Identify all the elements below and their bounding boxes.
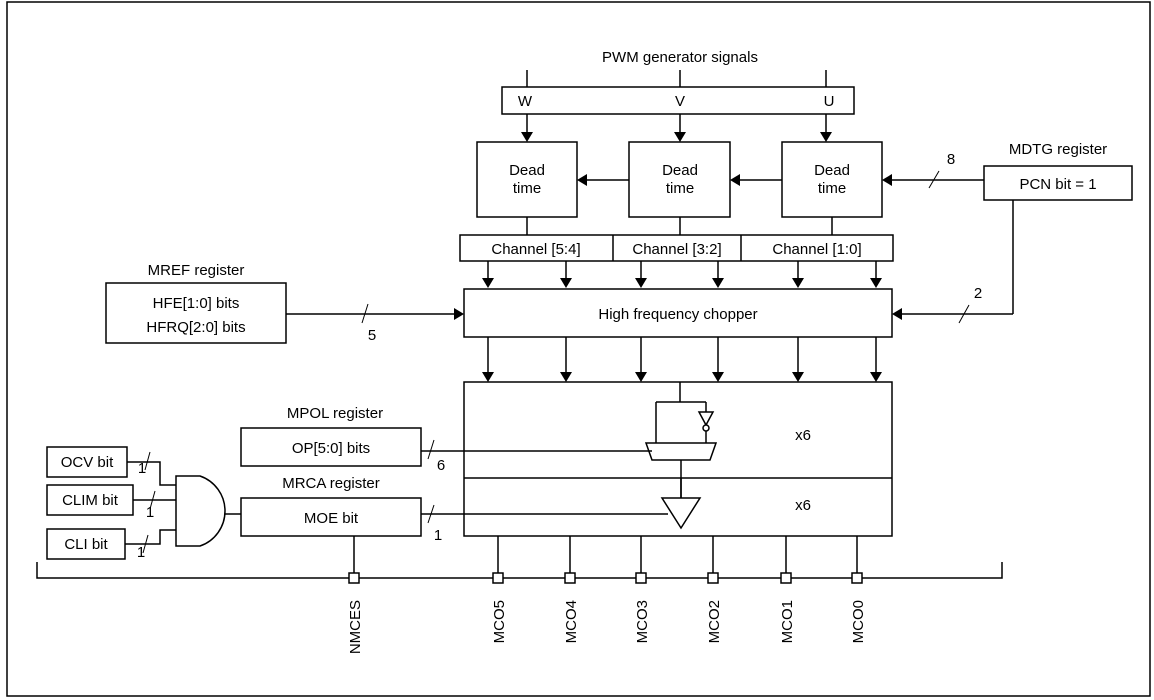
mrca-bus-slash	[427, 504, 435, 524]
mrca-register-box	[240, 497, 422, 537]
pin-label-mco5: MCO5	[491, 600, 508, 643]
mdtg-chopper-bus-slash	[958, 304, 970, 324]
mrca-title: MRCA register	[282, 475, 380, 492]
w-to-deadtime-arrow	[521, 132, 533, 142]
mref-line2: HFRQ[2:0] bits	[146, 319, 245, 336]
pin-mco3	[635, 572, 647, 584]
channel-to-chopper-arrows	[482, 261, 882, 288]
pin-mco5	[492, 572, 504, 584]
pin-label-mco3: MCO3	[634, 600, 651, 643]
dead-time-2-line1: Dead	[662, 162, 698, 179]
pwm-w-label: W	[518, 93, 533, 110]
cli-bit-label: CLI bit	[64, 536, 108, 553]
cli-bit-box	[46, 528, 126, 560]
mpol-value: OP[5:0] bits	[292, 440, 370, 457]
pins	[348, 572, 863, 584]
u-to-deadtime-arrow	[820, 132, 832, 142]
dead-time-1-line2: time	[513, 180, 541, 197]
pin-nmces	[348, 572, 360, 584]
pwm-signal-bar	[501, 86, 855, 115]
ocv-bus-slash	[144, 451, 151, 471]
clim-bus-slash	[149, 490, 156, 510]
pin-label-mco0: MCO0	[850, 600, 867, 643]
cli-bus-slash	[142, 534, 149, 554]
mdtg-bus-slash	[928, 170, 940, 189]
mpol-bus-slash	[427, 439, 435, 460]
mpol-title: MPOL register	[287, 405, 383, 422]
mrca-value: MOE bit	[304, 510, 359, 527]
mref-title: MREF register	[148, 262, 245, 279]
channel-bar	[459, 234, 894, 262]
clim-bit-box	[46, 484, 134, 516]
output-mult-upper: x6	[795, 427, 811, 444]
dead-time-block-1	[476, 141, 578, 218]
channel-label-32: Channel [3:2]	[632, 241, 721, 258]
ocv-bus-width: 1	[138, 460, 146, 477]
mref-bus-slash	[361, 303, 369, 324]
mref-bus-width: 5	[368, 327, 376, 344]
cli-to-and-line	[125, 529, 176, 545]
dead-time-2-line2: time	[666, 180, 694, 197]
mrca-bus-width: 1	[434, 527, 442, 544]
clim-bit-label: CLIM bit	[62, 492, 119, 509]
output-mult-lower: x6	[795, 497, 811, 514]
polarity-mux	[644, 382, 718, 498]
pin-mco2	[707, 572, 719, 584]
dead-time-3-line1: Dead	[814, 162, 850, 179]
pin-mco0	[851, 572, 863, 584]
mpol-bus-width: 6	[437, 457, 445, 474]
ocv-bit-box	[46, 446, 128, 478]
v-to-deadtime-arrow	[674, 132, 686, 142]
pwm-title: PWM generator signals	[602, 49, 758, 66]
clim-bus-width: 1	[146, 504, 154, 521]
chopper-to-output-arrows	[482, 337, 882, 382]
mref-line1: HFE[1:0] bits	[153, 295, 240, 312]
channel-label-10: Channel [1:0]	[772, 241, 861, 258]
diagram-frame	[6, 1, 1151, 697]
mpol-register-box	[240, 427, 422, 467]
mdtg-to-deadtime-arrow	[882, 174, 892, 186]
mdtg-chopper-bus-width: 2	[974, 285, 982, 302]
chip-boundary-line	[36, 562, 1003, 579]
deadtime-chain-arrow-2	[730, 174, 740, 186]
pin-label-mco2: MCO2	[706, 600, 723, 643]
mref-register-box	[105, 282, 287, 344]
ocv-to-and-line	[127, 461, 176, 486]
pin-mco1	[780, 572, 792, 584]
mdtg-bus-width: 8	[947, 151, 955, 168]
mdtg-register-box	[983, 165, 1133, 201]
channel-label-54: Channel [5:4]	[491, 241, 580, 258]
cli-bus-width: 1	[137, 544, 145, 561]
chopper-label: High frequency chopper	[598, 306, 757, 323]
dead-time-3-line2: time	[818, 180, 846, 197]
mdtg-value: PCN bit = 1	[1019, 176, 1096, 193]
mref-to-chopper-arrow	[454, 308, 464, 320]
mdtg-to-chopper-arrow	[892, 308, 902, 320]
pin-label-nmces: NMCES	[347, 600, 364, 654]
ocv-bit-label: OCV bit	[61, 454, 114, 471]
and-gate	[175, 475, 226, 547]
pin-label-mco1: MCO1	[779, 600, 796, 643]
pin-label-mco4: MCO4	[563, 600, 580, 643]
pwm-u-label: U	[824, 93, 835, 110]
pwm-v-label: V	[675, 93, 685, 110]
mdtg-title: MDTG register	[1009, 141, 1107, 158]
high-frequency-chopper	[463, 288, 893, 338]
deadtime-chain-arrow-1	[577, 174, 587, 186]
pin-mco4	[564, 572, 576, 584]
dead-time-1-line1: Dead	[509, 162, 545, 179]
output-to-pin-lines	[497, 536, 858, 573]
